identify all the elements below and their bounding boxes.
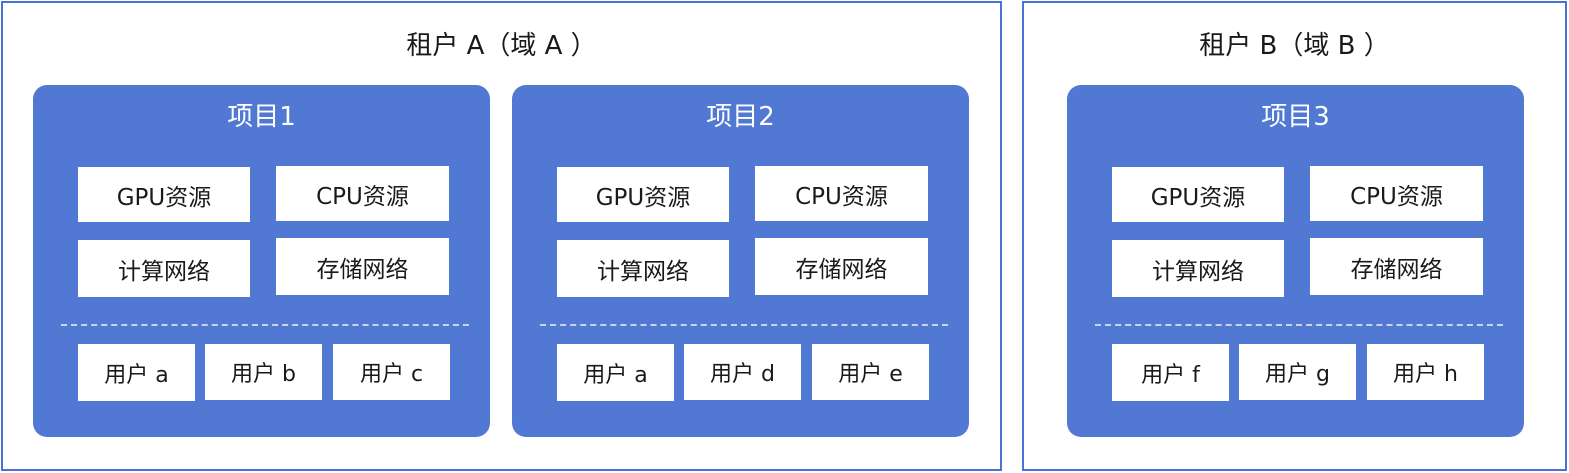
project-3-title: 项目3	[1261, 102, 1330, 132]
dashed-separator	[61, 324, 469, 326]
user-a-box: 用户 a	[78, 344, 195, 401]
gpu-resource-box: GPU资源	[1112, 167, 1284, 222]
tenant-a-container: 租户 A（域 A ） 项目1 GPU资源 CPU资源 计算网络 存储网络 用户 …	[1, 1, 1002, 471]
storage-network-box: 存储网络	[1310, 238, 1483, 295]
cpu-resource-box: CPU资源	[1310, 166, 1483, 221]
user-e-box: 用户 e	[812, 344, 929, 400]
user-g-box: 用户 g	[1239, 344, 1356, 400]
tenant-b-container: 租户 B（域 B ） 项目3 GPU资源 CPU资源 计算网络 存储网络 用户 …	[1022, 1, 1567, 471]
project-1: 项目1 GPU资源 CPU资源 计算网络 存储网络 用户 a 用户 b 用户 c	[33, 85, 490, 437]
gpu-resource-box: GPU资源	[78, 167, 250, 222]
compute-network-box: 计算网络	[78, 240, 250, 297]
compute-network-box: 计算网络	[1112, 240, 1284, 297]
user-d-box: 用户 d	[684, 344, 801, 400]
project-2: 项目2 GPU资源 CPU资源 计算网络 存储网络 用户 a 用户 d 用户 e	[512, 85, 969, 437]
dashed-separator	[540, 324, 948, 326]
cpu-resource-box: CPU资源	[755, 166, 928, 221]
user-a-box: 用户 a	[557, 344, 674, 401]
project-3: 项目3 GPU资源 CPU资源 计算网络 存储网络 用户 f 用户 g 用户 h	[1067, 85, 1524, 437]
project-1-title: 项目1	[227, 102, 296, 132]
user-h-box: 用户 h	[1367, 344, 1484, 400]
user-b-box: 用户 b	[205, 344, 322, 400]
storage-network-box: 存储网络	[276, 238, 449, 295]
project-2-title: 项目2	[706, 102, 775, 132]
tenant-a-title: 租户 A（域 A ）	[406, 31, 597, 61]
tenant-b-title: 租户 B（域 B ）	[1199, 31, 1390, 61]
user-c-box: 用户 c	[333, 344, 450, 400]
compute-network-box: 计算网络	[557, 240, 729, 297]
storage-network-box: 存储网络	[755, 238, 928, 295]
user-f-box: 用户 f	[1112, 344, 1229, 401]
cpu-resource-box: CPU资源	[276, 166, 449, 221]
gpu-resource-box: GPU资源	[557, 167, 729, 222]
dashed-separator	[1095, 324, 1503, 326]
